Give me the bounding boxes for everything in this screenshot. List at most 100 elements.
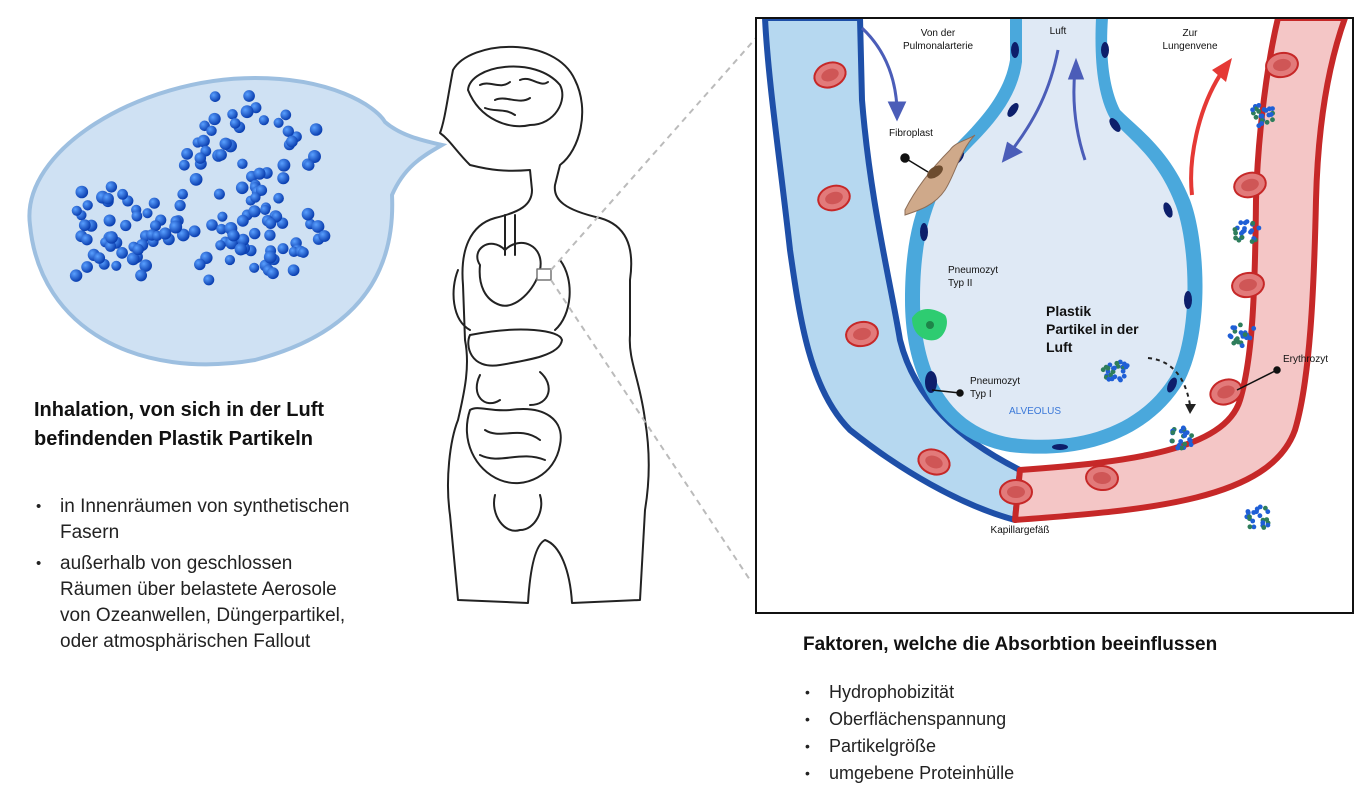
erythrocyte-center	[1273, 58, 1291, 72]
label-kapillargefaess: Kapillargefäß	[991, 525, 1050, 536]
plastic-particle	[102, 192, 114, 205]
label-lungenvene-line2: Lungenvene	[1162, 41, 1217, 52]
plastic-particle	[104, 240, 117, 252]
particle	[1184, 430, 1190, 435]
label-pneumozyt-2-line2: Typ II	[948, 278, 972, 289]
plastic-particle	[116, 247, 128, 259]
plastic-particle	[208, 112, 221, 126]
factor-item: Oberflächenspannung	[803, 706, 1014, 733]
particle	[1261, 525, 1267, 530]
particle	[1238, 220, 1244, 226]
erythrocyte-center	[825, 191, 843, 205]
plastic-particle	[105, 181, 118, 193]
plastic-particle	[258, 115, 269, 126]
arterial-capillary	[1012, 18, 1348, 523]
particle	[1258, 113, 1264, 119]
particle	[1239, 235, 1245, 240]
plastic-particle	[203, 274, 215, 286]
label-pneumozyt-1-line1: Pneumozyt	[970, 376, 1020, 387]
particle	[1248, 229, 1253, 235]
plastic-particle	[69, 269, 83, 282]
label-pulmonalarterie-line1: Von der	[921, 28, 956, 39]
plastic-particle-cluster	[69, 90, 331, 286]
particle	[1188, 442, 1194, 448]
plastic-particle	[177, 188, 189, 200]
plastic-particle	[181, 148, 193, 160]
particle	[1178, 439, 1184, 444]
plastic-particle	[111, 260, 122, 271]
plastic-particle	[188, 225, 201, 238]
human-body-illustration	[439, 45, 650, 604]
particle	[1182, 441, 1188, 447]
plastic-particle	[78, 219, 91, 232]
particle	[1270, 117, 1275, 123]
airborne-particle-cluster	[1244, 504, 1271, 530]
plastic-particle	[103, 214, 116, 227]
plastic-particle	[189, 173, 203, 186]
particle	[1264, 517, 1270, 522]
particle	[1251, 510, 1257, 515]
plastic-particle	[240, 105, 254, 119]
factor-item: Hydrophobizität	[803, 679, 1014, 706]
particle	[1124, 363, 1130, 368]
particle	[1260, 520, 1266, 526]
absorption-factors-heading: Faktoren, welche die Absorbtion beeinflu…	[803, 634, 1218, 655]
particle	[1250, 518, 1256, 524]
plastic-particle	[117, 188, 129, 200]
particle	[1103, 364, 1109, 370]
plastic-particle	[219, 137, 232, 150]
particle	[1257, 513, 1263, 519]
plastic-particle	[229, 118, 241, 129]
plastic-particle	[224, 254, 236, 266]
label-pneumozyt-1-line2: Typ I	[970, 389, 992, 400]
particle	[1228, 334, 1234, 340]
fibroblast-cell	[904, 134, 976, 216]
plastic-particle	[301, 207, 315, 221]
particle	[1121, 373, 1127, 379]
plastic-particle	[303, 160, 315, 171]
plastic-particle	[243, 90, 255, 102]
particle	[1254, 506, 1260, 512]
particle	[1242, 220, 1248, 226]
plastic-particle	[178, 159, 190, 171]
particle	[1251, 524, 1257, 530]
plastic-particle	[237, 158, 248, 170]
erythrocyte-center	[1239, 278, 1257, 292]
inhalation-bullet: in Innenräumen von synthetischen Fasern	[34, 494, 364, 546]
plastic-particle	[135, 269, 148, 282]
plastic-particle	[126, 252, 140, 266]
particle	[1235, 339, 1241, 345]
particle	[1247, 514, 1252, 520]
plastic-particle	[148, 197, 160, 209]
particle	[1112, 365, 1117, 371]
particle	[1253, 114, 1259, 120]
plastic-particle	[93, 252, 106, 264]
particle	[1250, 220, 1256, 226]
label-luft: Luft	[1050, 26, 1067, 37]
plastic-particle	[236, 214, 249, 227]
erythrocyte-center	[853, 327, 871, 341]
particle	[1259, 121, 1264, 126]
venous-capillary	[762, 18, 1023, 523]
particle	[1233, 235, 1238, 241]
plastic-particle	[265, 217, 277, 229]
particle	[1242, 332, 1248, 337]
plastic-particle	[255, 184, 268, 196]
label-plastik-line1: Plastik	[1046, 303, 1091, 319]
plastic-particle	[176, 228, 190, 242]
plastic-particle	[287, 264, 300, 277]
particle	[1249, 239, 1255, 244]
plastic-particle	[286, 135, 298, 148]
particle	[1238, 330, 1244, 335]
plastic-particle	[271, 211, 283, 222]
plastic-particle	[277, 158, 291, 172]
pneumocyte-type-2-cell	[912, 309, 947, 341]
label-erythrozyt: Erythrozyt	[1283, 354, 1328, 365]
plastic-particle	[174, 199, 186, 212]
plastic-particle	[235, 181, 249, 195]
plastic-particle	[277, 243, 289, 255]
